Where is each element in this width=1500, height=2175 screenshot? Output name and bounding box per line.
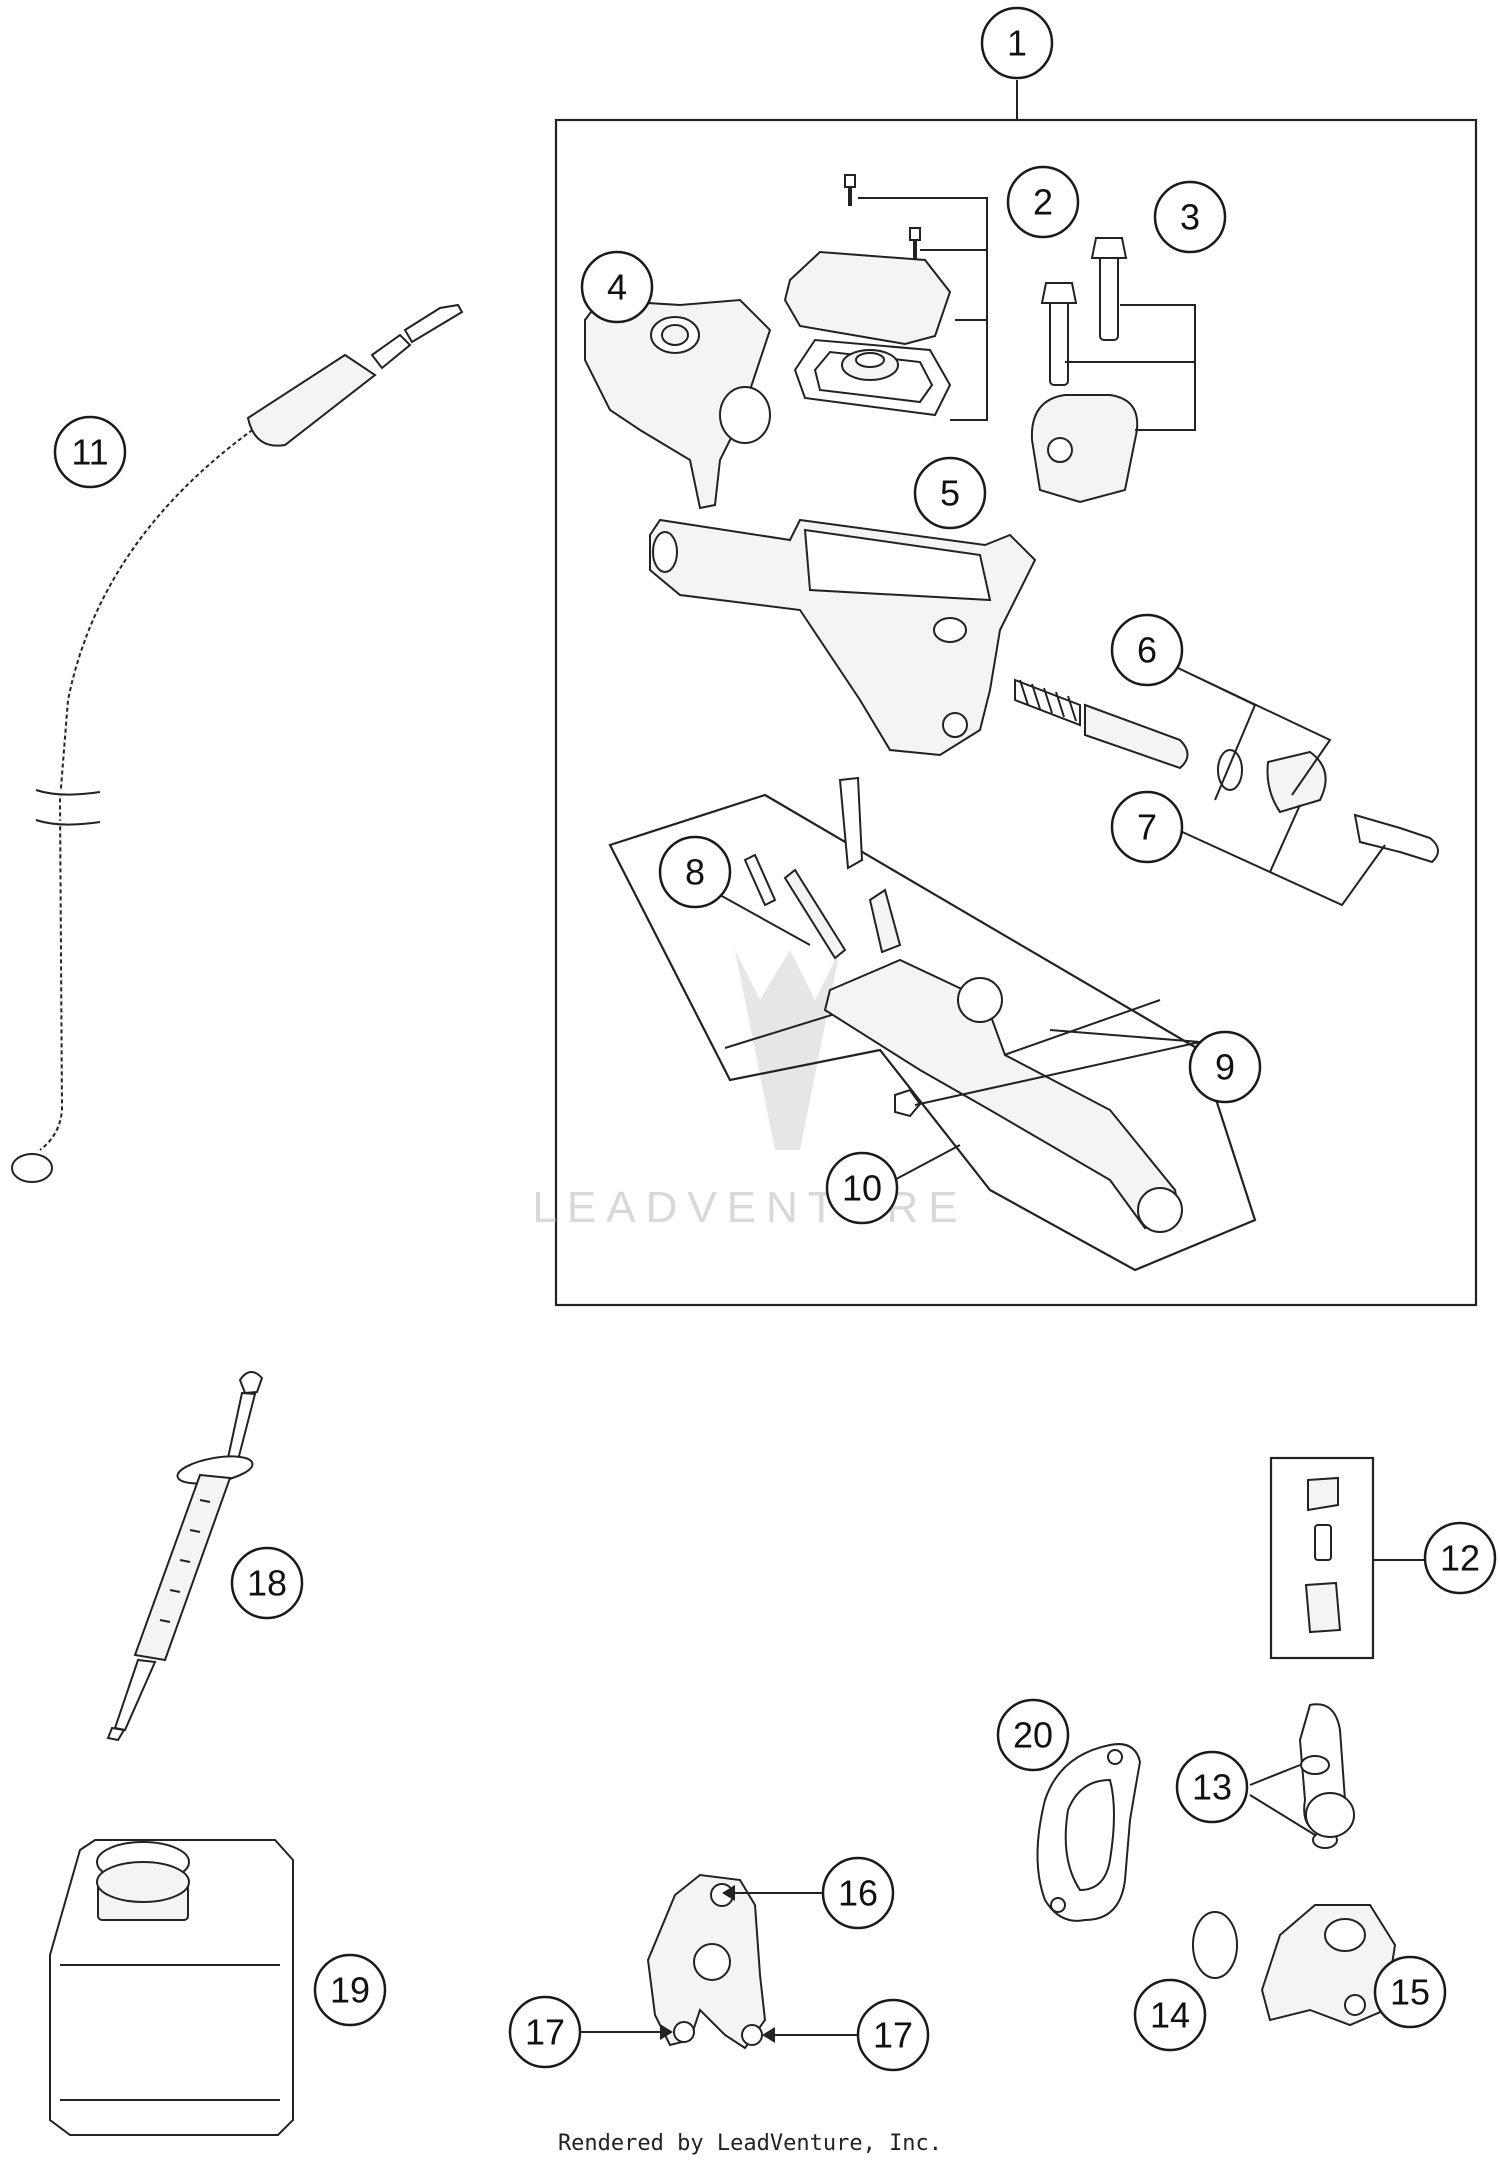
syringe — [106, 1371, 264, 1742]
callout-10-label: 10 — [842, 1168, 882, 1209]
callout-2-label: 2 — [1033, 182, 1053, 223]
slave-cylinder — [1260, 1904, 1397, 2027]
callout-5-label: 5 — [940, 473, 960, 514]
callout-8-label: 8 — [685, 852, 705, 893]
callout-1: 1 — [980, 6, 1054, 80]
callout-17-right-label: 17 — [873, 2015, 913, 2056]
callout-7-label: 7 — [1137, 807, 1157, 848]
callout-7: 7 — [1110, 790, 1184, 864]
brake-line — [11, 303, 464, 1183]
callout-5: 5 — [913, 456, 987, 530]
callout-3-label: 3 — [1180, 197, 1200, 238]
leader-3 — [1065, 304, 1196, 431]
leader-10 — [884, 1144, 961, 1186]
master-cylinder-body — [649, 518, 1037, 757]
callout-16: 16 — [821, 1856, 895, 1930]
callout-19-label: 19 — [330, 1970, 370, 2011]
callout-12: 12 — [1423, 1521, 1497, 1595]
callout-6: 6 — [1110, 613, 1184, 687]
o-ring — [1192, 1911, 1238, 1979]
callout-18-label: 18 — [247, 1563, 287, 1604]
callout-10: 10 — [825, 1151, 899, 1225]
master-cylinder-cover — [584, 298, 772, 510]
callout-19: 19 — [313, 1953, 387, 2027]
callout-20: 20 — [996, 1698, 1070, 1772]
bleed-kit-frame — [1269, 1456, 1375, 1660]
piston-kit — [1014, 678, 1439, 864]
arrow-17-left — [660, 2024, 673, 2040]
slave-cylinder-cover — [646, 1873, 767, 2050]
leader-8 — [719, 894, 811, 946]
callout-15: 15 — [1373, 1955, 1447, 2029]
callout-4-label: 4 — [607, 267, 627, 308]
callout-13: 13 — [1175, 1750, 1249, 1824]
watermark-text: LEADVENTURE — [532, 1183, 967, 1232]
diaphragm — [841, 349, 899, 381]
leader-13 — [1249, 1764, 1316, 1836]
callout-12-label: 12 — [1440, 1538, 1480, 1579]
callout-3: 3 — [1153, 180, 1227, 254]
arrow-16 — [722, 1885, 735, 1901]
callout-15-label: 15 — [1390, 1972, 1430, 2013]
callout-14: 14 — [1133, 1978, 1207, 2052]
bleed-kit — [1304, 1476, 1342, 1634]
callout-18: 18 — [230, 1546, 304, 1620]
leader-6 — [1177, 667, 1332, 801]
callout-8: 8 — [658, 835, 732, 909]
leader-7 — [1177, 804, 1386, 907]
callout-9: 9 — [1188, 1030, 1262, 1104]
callout-11: 11 — [53, 415, 127, 489]
callout-4: 4 — [580, 250, 654, 324]
handlebar-clamp — [1030, 237, 1139, 504]
leader-9 — [914, 1029, 1201, 1106]
callout-2: 2 — [1006, 165, 1080, 239]
assembly-frame — [554, 118, 1478, 1307]
callout-17-left: 17 — [508, 1995, 582, 2069]
leader-2 — [858, 197, 988, 421]
callout-14-label: 14 — [1150, 1995, 1190, 2036]
lever-group-outline — [608, 793, 1257, 1272]
callout-17-left-label: 17 — [525, 2012, 565, 2053]
callout-1-label: 1 — [1007, 23, 1027, 64]
brake-lever — [743, 776, 1183, 1233]
banjo-fitting — [1298, 1703, 1355, 1849]
gasket — [1036, 1743, 1142, 1922]
credit-line: Rendered by LeadVenture, Inc. — [558, 2131, 942, 2156]
callout-9-label: 9 — [1215, 1047, 1235, 1088]
arrow-17-right — [762, 2027, 775, 2043]
callout-20-label: 20 — [1013, 1715, 1053, 1756]
brake-fluid-can — [49, 1839, 294, 2136]
callout-6-label: 6 — [1137, 630, 1157, 671]
callout-13-label: 13 — [1192, 1767, 1232, 1808]
callout-17-right: 17 — [856, 1998, 930, 2072]
callout-11-label: 11 — [71, 432, 108, 473]
callout-16-label: 16 — [838, 1873, 878, 1914]
